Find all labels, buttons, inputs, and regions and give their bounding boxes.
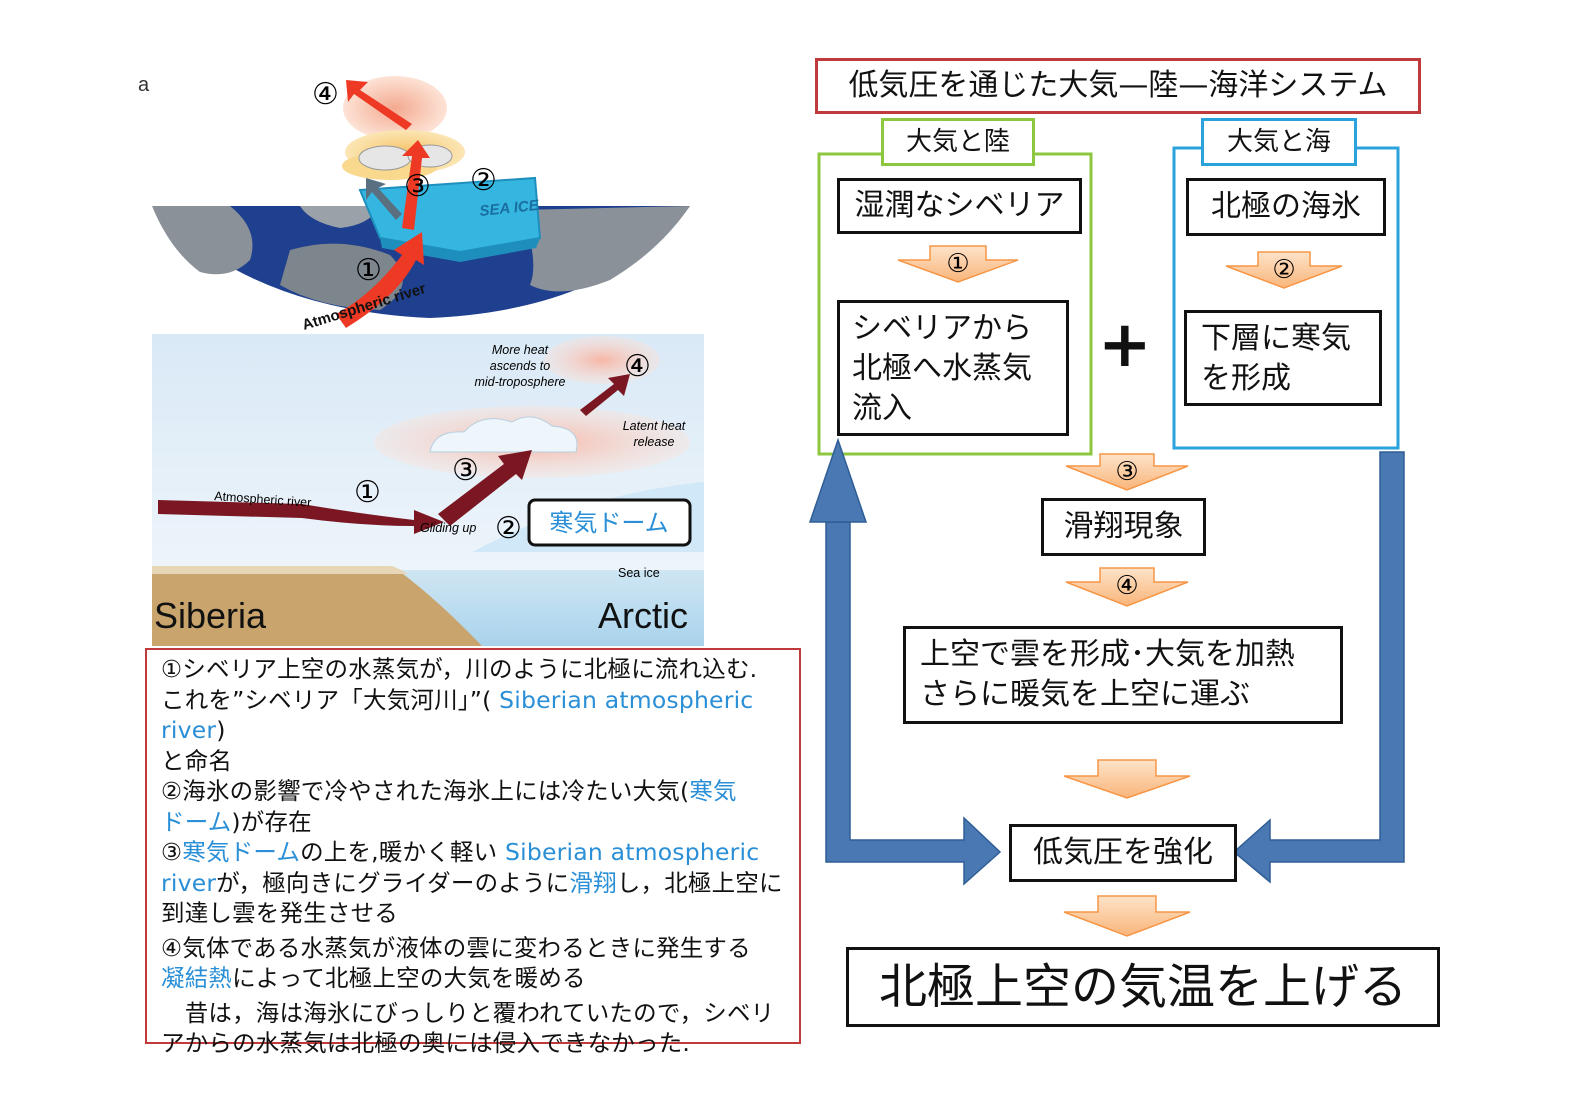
arctic-label: Arctic [598,595,688,636]
strengthen-box: 低気圧を強化 [1009,824,1237,882]
desc-term: river [161,868,217,897]
cold-dome-box [527,498,692,547]
siberia-land [152,566,482,646]
river-arrow-upper [438,450,532,526]
desc-line: ②海氷の影響で冷やされた海氷上には冷たい大気( [161,777,690,805]
vapor-flow-line: シベリアから [852,311,1032,346]
upper-heat-zone [544,336,660,384]
more-heat-label-1: More heat [492,343,549,357]
vapor-flow-line: 北極へ水蒸気 [852,351,1032,386]
desc-term: Siberian atmospheric river [161,685,754,745]
marker-3: ③ [404,169,431,204]
desc-line: ③ [161,838,183,866]
panel-label: a [138,74,150,96]
latent-heat-label-2: release [634,435,675,449]
cloud-heat-box: 上空で雲を形成･大気を加熱 さらに暖気を上空に運ぶ [903,626,1343,724]
down-arrow [1063,759,1191,799]
arctic-map-illustration: SEA ICE ④ ② ③ ① Atmospheric river [152,76,690,334]
land-group-header: 大気と陸 [881,118,1035,166]
desc-line: し，北極上空に [616,868,783,897]
desc-line: アからの水蒸気は北極の奥には侵入できなかった. [161,1029,691,1057]
desc-line: の上を,暖かく軽い [300,838,506,866]
step-marker-1: ① [946,249,969,279]
gliding-label: Gliding up [420,521,476,535]
land-shape [300,206,380,228]
wet-siberia-box: 湿潤なシベリア [837,178,1082,234]
cross-section-illustration: More heat ascends to mid-troposphere Lat… [152,334,704,646]
step-marker-3: ③ [1115,457,1138,487]
desc-line: ) [216,716,226,744]
more-heat-label-3: mid-troposphere [474,375,565,389]
desc-term: 寒気ドーム [182,838,301,866]
cold-layer-box: 下層に寒気 を形成 [1184,310,1382,406]
marker-2: ② [470,163,497,198]
down-arrow [1065,567,1189,607]
river-arrow-lower [158,500,444,534]
step-marker-4: ④ [1115,571,1138,601]
cold-layer-line: 下層に寒気 [1201,321,1351,356]
desc-term: ドーム [161,807,232,836]
warm-air-blob [343,76,447,140]
cloud-heat-line: さらに暖気を上空に運ぶ [920,677,1250,712]
marker-1: ① [355,253,382,288]
marker-4: ④ [312,77,339,112]
description-box: ①シベリア上空の水蒸気が，川のように北極に流れ込む. これを”シベリア「大気河川… [145,648,801,1057]
siberia-label: Siberia [154,595,267,636]
marker-2: ② [495,511,522,546]
vapor-flow-line: 流入 [852,391,912,426]
more-heat-label-2: ascends to [490,359,551,373]
desc-line: これを”シベリア「大気河川」”( [161,685,500,714]
cold-dome-label: 寒気ドーム [549,509,668,537]
marker-3: ③ [452,453,479,488]
down-arrow [897,245,1019,283]
sea-ice-label: SEA ICE [479,197,541,220]
flow-title: 低気圧を通じた大気—陸—海洋システム [815,58,1421,114]
feedback-arrow-left [825,521,1002,886]
desc-line: )が存在 [231,807,312,836]
land-shape [152,206,253,275]
atmospheric-river-arrow [336,232,424,328]
result-box: 北極上空の気温を上げる [846,947,1440,1027]
river-arrow-top [580,374,630,416]
sea-group-header: 大気と海 [1201,118,1357,166]
desc-line: ④気体である水蒸気が液体の雲に変わるときに発生する [161,933,751,962]
down-arrow [1225,251,1343,289]
latent-heat-label-1: Latent heat [623,419,686,433]
arctic-sea-ice-box: 北極の海氷 [1186,178,1386,236]
desc-term: 寒気 [689,777,737,805]
marker-4: ④ [624,349,651,384]
desc-line: 昔は，海は海氷にびっしりと覆われていたので，シベリ [161,998,775,1027]
river-label: Atmospheric river [214,489,312,510]
cold-layer-line: を形成 [1201,361,1291,396]
desc-line: が，極向きにグライダーのように [216,868,570,897]
marker-1: ① [354,475,381,510]
desc-term: 滑翔 [569,868,617,897]
land-shape [520,206,690,292]
plus-sign: + [1098,308,1152,382]
desc-line: と命名 [161,746,233,775]
desc-line: 到達し雲を発生させる [161,899,398,927]
gliding-box: 滑翔現象 [1041,498,1206,556]
feedback-arrow-up [808,437,868,523]
vapor-flow-box: シベリアから 北極へ水蒸気 流入 [837,300,1069,436]
desc-term: Siberian atmospheric [505,838,760,866]
step-marker-2: ② [1272,255,1295,285]
sea-ice-label: Sea ice [618,566,660,580]
cloud-heat-line: 上空で雲を形成･大気を加熱 [920,637,1295,672]
down-arrow [1065,453,1189,491]
desc-line: によって北極上空の大気を暖める [232,964,586,992]
desc-term: 凝結熱 [161,964,233,992]
cloud-shape [429,416,578,453]
down-arrow [1063,895,1191,937]
feedback-arrow-right [1232,451,1405,884]
desc-line: ①シベリア上空の水蒸気が，川のように北極に流れ込む. [161,655,758,683]
